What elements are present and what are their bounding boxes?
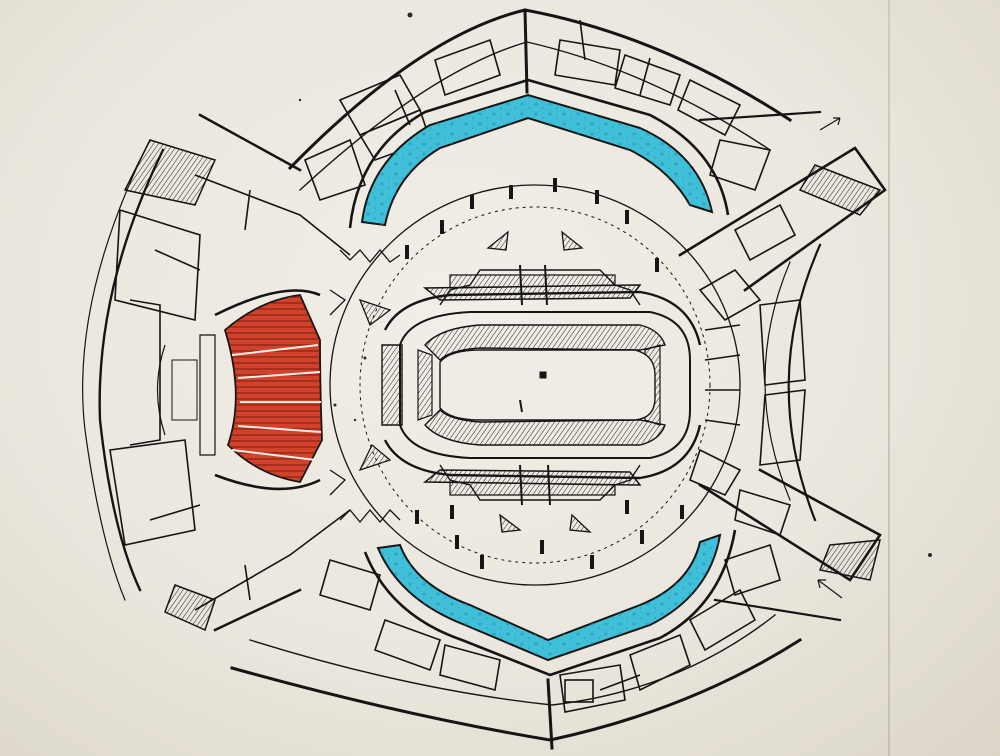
right-wing-rooms	[689, 203, 806, 537]
auditorium-seating	[214, 289, 323, 491]
radial-piers	[405, 178, 684, 569]
outer-shell	[82, 8, 887, 750]
entrance-arrow-top-right	[819, 117, 841, 131]
top-wing-rooms	[303, 19, 772, 202]
lower-water-basin	[363, 529, 737, 677]
upper-water-basin	[348, 78, 730, 229]
colonnade-zigzag	[329, 248, 401, 524]
left-theater-block	[109, 174, 351, 611]
central-arena	[329, 184, 741, 586]
paper-fold-edge	[888, 0, 890, 756]
entrance-arrow-bottom-right	[817, 579, 843, 599]
stair-hatching	[123, 139, 882, 632]
bottom-wing-rooms	[319, 543, 781, 713]
ink-specks	[298, 12, 932, 557]
pylons	[358, 230, 592, 533]
